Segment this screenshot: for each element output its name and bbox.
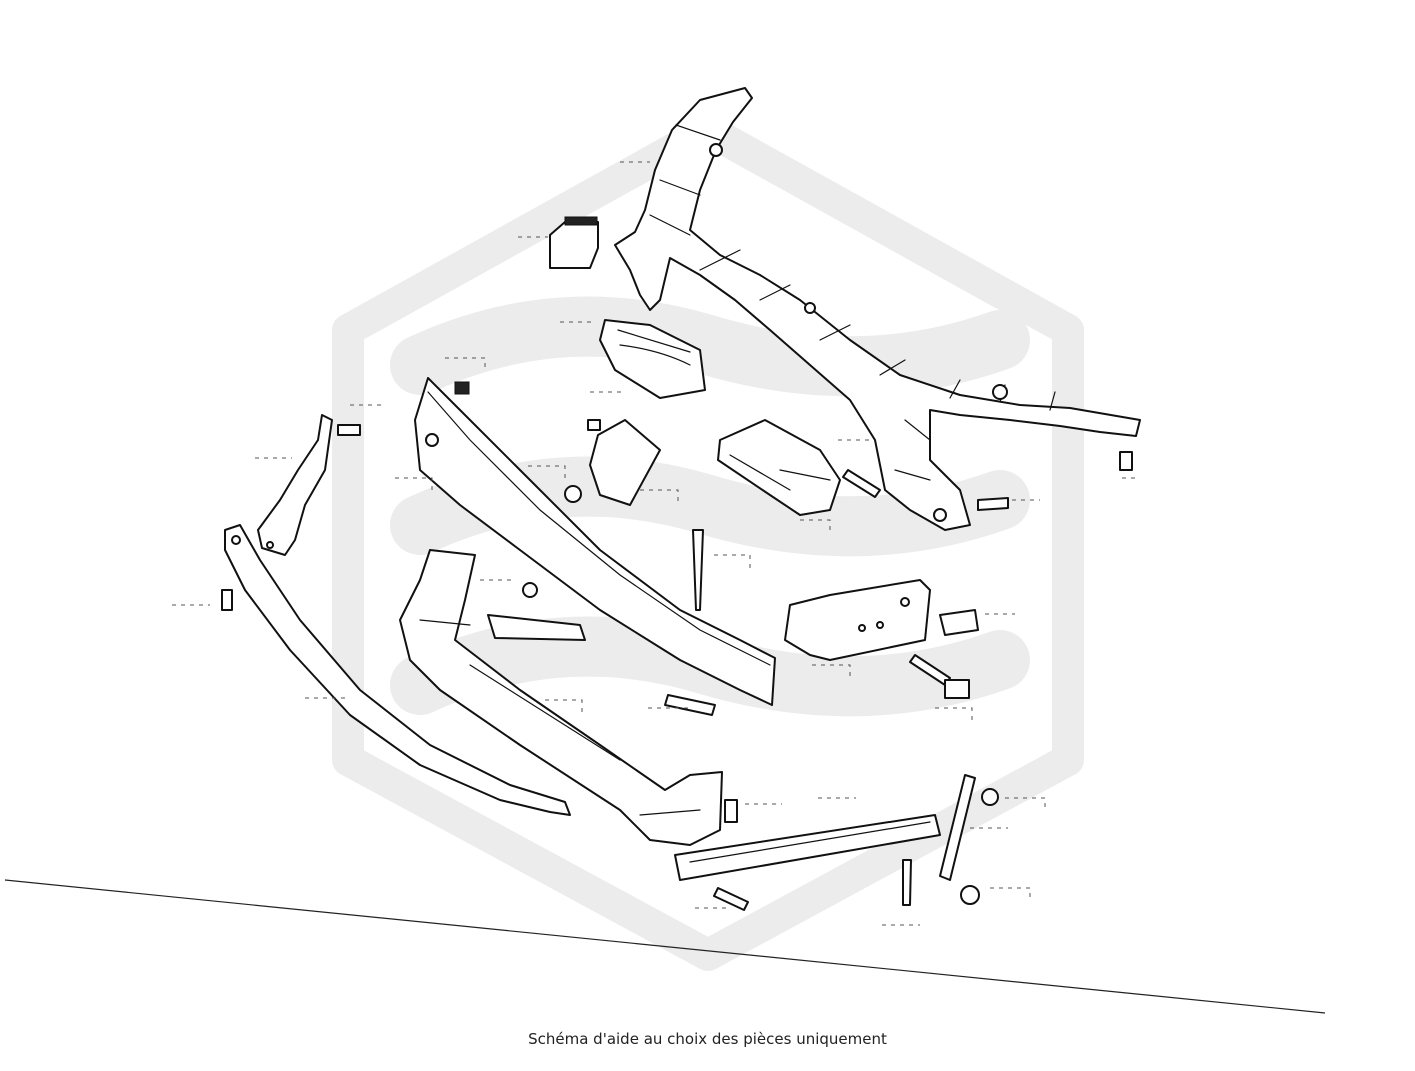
upper-carrier-part: [614, 87, 1141, 531]
left-mount-bracket: [257, 414, 333, 556]
air-deflector-upper: [599, 319, 706, 399]
clip-icon: [664, 609, 979, 716]
side-rail-left: [224, 524, 571, 816]
air-deflector-lower: [717, 419, 841, 516]
small-rail: [487, 614, 586, 641]
perspective-line: [4, 879, 1326, 1014]
reference-markers: [172, 161, 1140, 926]
reinforcement-bracket: [784, 579, 931, 661]
wire-bracket: [589, 419, 661, 506]
bolt-icon: [221, 419, 1133, 911]
nut-icon: [522, 485, 999, 905]
disclaimer-caption: Schéma d'aide au choix des pièces unique…: [528, 1030, 887, 1048]
clip-bracket: [549, 216, 599, 269]
vertical-strip: [939, 774, 976, 881]
bumper-beam: [414, 377, 776, 706]
lower-bar: [674, 814, 941, 881]
lower-crossmember: [399, 549, 723, 846]
